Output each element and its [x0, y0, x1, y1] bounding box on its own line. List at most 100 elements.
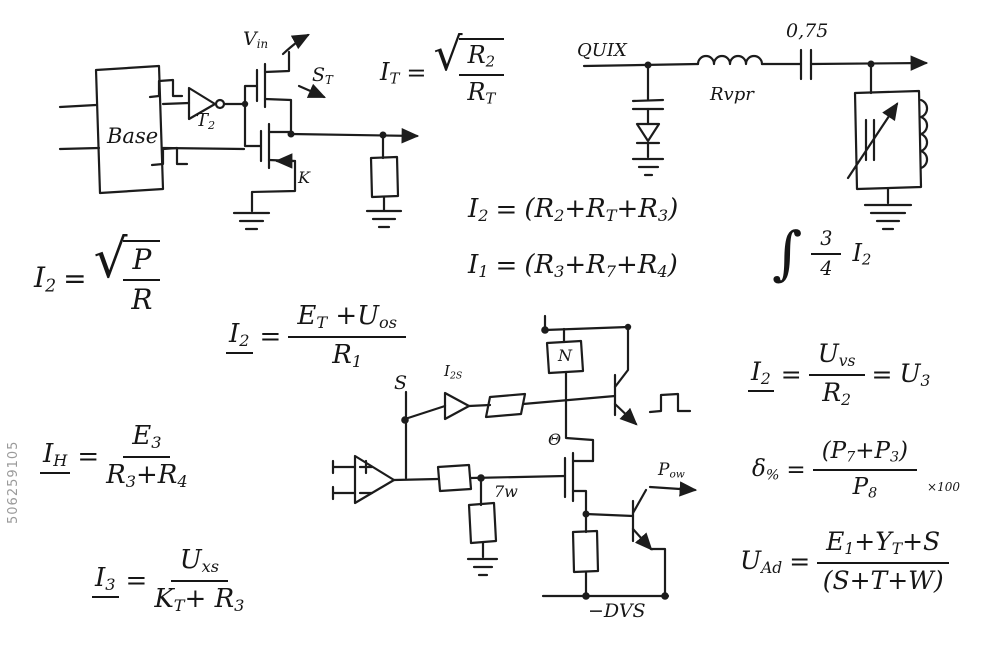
- label-vin: Vin: [243, 28, 269, 51]
- label-theta: Θ: [548, 430, 562, 449]
- mosfet-switch: [563, 451, 595, 534]
- label-k: K: [298, 168, 310, 187]
- resistor-box: [369, 155, 400, 199]
- base-box: [58, 64, 165, 195]
- eq-lhs: I2: [34, 260, 57, 296]
- equation-delta: δ% = (P7+P3) P8 ×100: [752, 438, 960, 502]
- junction-dots: [241, 60, 875, 600]
- numerator: 3: [811, 227, 842, 256]
- equation-it: IT = √ R2 RT: [380, 32, 505, 108]
- eq-body: (R2+RT+R3): [524, 194, 679, 226]
- equals-sign: =: [495, 250, 518, 281]
- label-7w: 7w: [494, 482, 518, 501]
- fraction: R2 RT: [458, 38, 505, 108]
- radical-sign: √: [433, 28, 463, 81]
- label-t2: T2: [196, 110, 216, 132]
- equation-i2-uvs: I2 = Uvs R2 = U3: [748, 339, 931, 409]
- equals-sign: =: [789, 547, 811, 577]
- fraction: (P7+P3) P8: [812, 438, 918, 502]
- label-s: S: [394, 372, 408, 394]
- equals-sign: =: [495, 194, 518, 225]
- label-i2s: I2S: [444, 362, 463, 382]
- eq-lhs: δ%: [752, 456, 780, 484]
- equals-sign: =: [786, 456, 806, 483]
- shunt-resistor-ground: [466, 476, 499, 577]
- label-quix: QUIX: [577, 40, 627, 61]
- inline-box: [436, 463, 473, 493]
- equals-sign-2: =: [871, 360, 893, 390]
- equation-ih: IH = E3 R3+R4: [40, 421, 188, 491]
- watermark-id: 506259105: [6, 440, 21, 524]
- denominator: R3+R4: [106, 459, 188, 491]
- resistor-box: [571, 529, 600, 574]
- shunt-branch-diode: [631, 63, 665, 177]
- denominator: RT: [467, 77, 496, 108]
- ground-icon: [466, 557, 499, 577]
- numerator: ET +Uos: [288, 301, 406, 338]
- eq-lhs: IT: [380, 57, 400, 88]
- slanted-box: [484, 392, 527, 419]
- eq-body: (R3+R7+R4): [524, 250, 678, 282]
- equals-sign: =: [63, 261, 87, 295]
- npn-transistor-bottom: [584, 481, 698, 597]
- eq-lhs: I2: [468, 194, 489, 226]
- equation-integral: ∫ 3 4 I2: [772, 219, 871, 288]
- label-rvpr: Rvpr: [710, 84, 754, 105]
- numerator: Uvs: [808, 339, 865, 376]
- denominator: R: [131, 283, 153, 317]
- label-st: ST: [312, 64, 333, 87]
- equals-sign: =: [259, 321, 282, 352]
- pulse-signal-icon: [648, 392, 692, 414]
- op-amp: [331, 454, 440, 505]
- denominator: P8: [852, 473, 878, 502]
- eq-lhs: I2: [226, 319, 253, 355]
- fraction: E1+YT+S (S+T+W): [817, 527, 950, 595]
- label-pow: Pow: [658, 460, 685, 481]
- eq-lhs: I2: [748, 357, 774, 393]
- circuit-amplifier-stage: [331, 314, 698, 598]
- inductor-coil: [696, 54, 764, 66]
- radical-expression: √ P R: [94, 232, 161, 317]
- equals-sign: =: [77, 441, 100, 472]
- fraction: E3 R3+R4: [106, 421, 188, 491]
- tank-branch: [846, 62, 929, 231]
- equals-sign: =: [780, 360, 802, 390]
- equation-i1-sum: I1 = (R3+R7+R4): [468, 250, 678, 281]
- radical-sign: √: [93, 228, 128, 290]
- equation-i2-frac: I2 = ET +Uos R1: [226, 301, 406, 371]
- capacitor-icon: [799, 48, 813, 81]
- denominator: KT+ R3: [154, 583, 245, 615]
- numerator: (P7+P3): [812, 438, 918, 471]
- numerator: R2: [458, 38, 505, 76]
- label-075: 0,75: [786, 20, 829, 42]
- circuit-transistor-stage: [58, 33, 420, 231]
- eq-lhs: I3: [92, 563, 119, 599]
- npn-transistor-top: [613, 325, 638, 426]
- equation-i2-sqrt: I2 = √ P R: [34, 232, 161, 317]
- eq-lhs: I1: [468, 250, 489, 282]
- eq-lhs: UAd: [740, 546, 783, 578]
- output-resistor: [571, 529, 600, 598]
- label-n: N: [558, 346, 572, 365]
- output-branch: [289, 128, 420, 212]
- times-100-annotation: ×100: [927, 479, 960, 494]
- fraction: 3 4: [811, 227, 842, 280]
- mosfet-pair: [161, 50, 297, 213]
- numerator: E1+YT+S: [817, 527, 950, 564]
- radical-expression: √ R2 RT: [434, 32, 505, 108]
- ground-icon: [232, 209, 403, 231]
- resistor-box: [467, 501, 498, 545]
- integral-sign: ∫: [772, 219, 803, 288]
- fraction: P R: [123, 240, 161, 317]
- denominator: (S+T+W): [822, 565, 944, 595]
- main-wire: [582, 62, 700, 68]
- inverter-gate: [161, 86, 247, 121]
- st-arrow: [297, 83, 327, 99]
- numerator: Uxs: [170, 545, 228, 582]
- signal-path-top: [403, 390, 617, 480]
- eq-rhs: U3: [899, 359, 931, 391]
- equals-sign: =: [406, 58, 427, 87]
- coil-icon: [919, 98, 929, 170]
